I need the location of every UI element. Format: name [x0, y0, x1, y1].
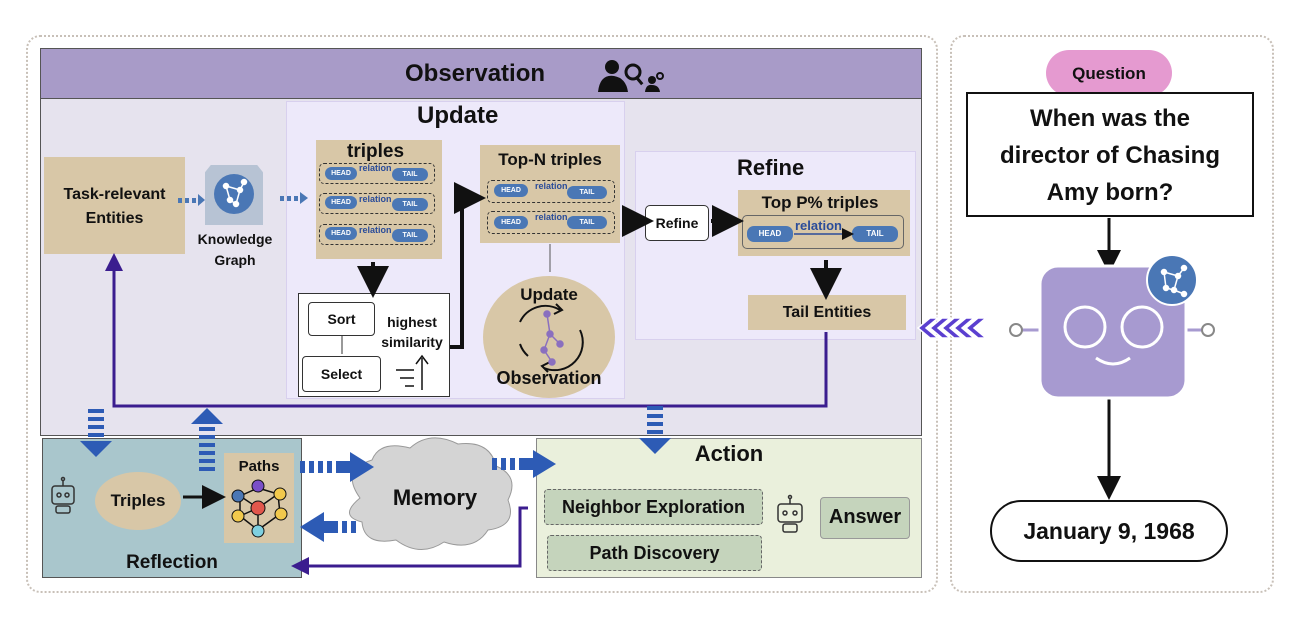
top-p-title: Top P% triples — [761, 193, 879, 212]
triple-row-3 — [319, 224, 435, 245]
question-text: When was the director of Chasing Amy bor… — [999, 105, 1221, 206]
top-n-relation-2: relation — [535, 212, 568, 222]
paths-label: Paths — [238, 458, 280, 475]
triple-row-2 — [319, 193, 435, 214]
triple-head-3: HEAD — [325, 227, 357, 240]
tail-entities-label: Tail Entities — [782, 304, 872, 321]
task-entities-label: Task-relevant Entities — [63, 186, 166, 227]
question-badge — [1046, 50, 1172, 96]
triple-relation-2: relation — [359, 194, 392, 204]
triple-relation-3: relation — [359, 225, 392, 235]
path-discovery-label: Path Discovery — [589, 543, 720, 563]
question-badge-label: Question — [1072, 64, 1146, 83]
triple-tail-2: TAIL — [392, 198, 428, 211]
neighbor-exploration-label: Neighbor Exploration — [561, 497, 745, 517]
refine-title: Refine — [737, 155, 805, 180]
triples-ellipse — [95, 472, 181, 530]
top-p-head: HEAD — [747, 226, 793, 242]
top-n-relation-1: relation — [535, 181, 568, 191]
answer-label: Answer — [828, 506, 902, 528]
top-p-tail: TAIL — [852, 226, 898, 242]
task-entities-box — [44, 157, 185, 254]
top-n-row-2 — [487, 211, 615, 234]
top-n-row-1 — [487, 180, 615, 203]
final-answer-text: January 9, 1968 — [1023, 518, 1195, 544]
triple-head-2: HEAD — [325, 196, 357, 209]
triple-tail-3: TAIL — [392, 229, 428, 242]
neighbor-exploration-box — [544, 489, 763, 525]
triple-head-1: HEAD — [325, 167, 357, 180]
top-n-tail-2: TAIL — [567, 216, 607, 229]
observation-header — [40, 48, 922, 99]
answer-box — [820, 497, 910, 539]
highest-similarity-label: highest similarity — [381, 314, 443, 350]
right-frame — [950, 35, 1274, 593]
answer-pill — [990, 500, 1228, 562]
triples-title: triples — [347, 141, 405, 162]
top-n-tail-1: TAIL — [567, 186, 607, 199]
triple-row-1 — [319, 163, 435, 184]
knowledge-graph-label: Knowledge Graph — [197, 231, 273, 268]
path-discovery-box — [547, 535, 762, 571]
observation-title: Observation — [405, 60, 546, 87]
knowledge-graph-icon — [205, 165, 263, 225]
memory-label: Memory — [392, 485, 478, 510]
triple-tail-1: TAIL — [392, 168, 428, 181]
cycle-observation-label: Observation — [496, 368, 602, 388]
triple-relation-1: relation — [359, 163, 392, 173]
top-n-title: Top-N triples — [498, 150, 602, 169]
select-label: Select — [320, 366, 363, 382]
action-title: Action — [694, 441, 764, 466]
refine-button-label: Refine — [655, 215, 699, 231]
cycle-update-label: Update — [520, 285, 578, 304]
reflection-triples-label: Triples — [110, 491, 166, 510]
top-p-box — [738, 190, 910, 256]
question-box — [966, 92, 1254, 217]
left-frame — [26, 35, 938, 593]
top-n-head-1: HEAD — [494, 184, 528, 197]
top-n-head-2: HEAD — [494, 216, 528, 229]
sort-label: Sort — [327, 311, 356, 327]
top-p-relation: relation — [795, 218, 842, 233]
reflection-title: Reflection — [126, 552, 218, 573]
refine-button — [645, 205, 709, 241]
update-title: Update — [417, 102, 499, 129]
